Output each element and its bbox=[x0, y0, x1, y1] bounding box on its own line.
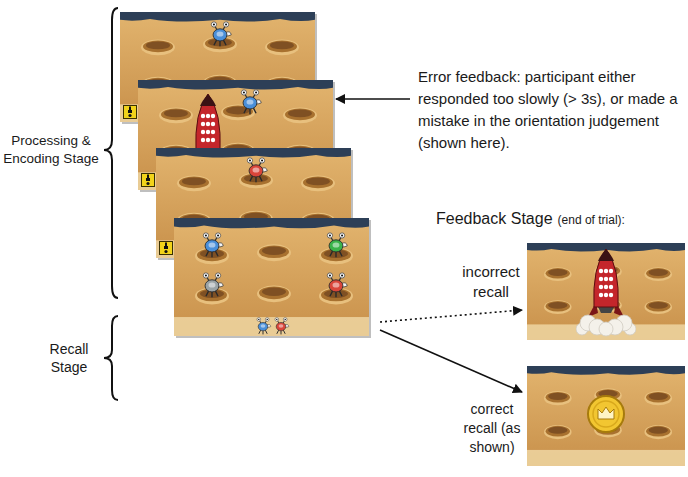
game-screen-part bbox=[203, 233, 223, 257]
game-screen-part bbox=[142, 174, 155, 187]
stage-label: Processing & Encoding Stage bbox=[1, 132, 101, 168]
solid-arrow bbox=[380, 330, 522, 392]
brace bbox=[104, 8, 118, 298]
feedback-screen bbox=[527, 366, 685, 466]
game-screen-part bbox=[211, 22, 231, 46]
feedback-screen-part bbox=[588, 396, 624, 432]
brace bbox=[104, 316, 118, 400]
stage-note: (end of trial): bbox=[558, 213, 625, 227]
arrow-label: correct recall (as shown) bbox=[460, 400, 524, 457]
game-screen-part bbox=[257, 318, 271, 335]
stage-label: Feedback Stage bbox=[436, 210, 553, 227]
dotted-arrow bbox=[380, 310, 522, 322]
note-text: Error feedback: participant either respo… bbox=[418, 66, 684, 154]
game-screen-part bbox=[124, 106, 137, 119]
game-screen-part bbox=[160, 242, 173, 255]
game-screen-part bbox=[275, 318, 289, 335]
feedback-screen bbox=[527, 243, 685, 340]
pointer-arrow bbox=[336, 98, 410, 100]
feedback-screen-part bbox=[527, 243, 685, 340]
game-screen-part bbox=[203, 273, 223, 297]
game-screen-part bbox=[327, 273, 347, 297]
stage-label: Recall Stage bbox=[40, 340, 98, 376]
game-screen-part bbox=[174, 218, 369, 336]
feedback-screen-part bbox=[527, 366, 685, 466]
game-screen-part bbox=[247, 158, 267, 182]
game-screen-part bbox=[327, 233, 347, 257]
arrow-label: incorrect recall bbox=[460, 262, 522, 302]
feedback-screen-part bbox=[576, 249, 636, 336]
stage-heading: Feedback Stage (end of trial): bbox=[436, 210, 625, 228]
game-screen bbox=[174, 218, 371, 338]
game-screen-part bbox=[241, 90, 261, 114]
